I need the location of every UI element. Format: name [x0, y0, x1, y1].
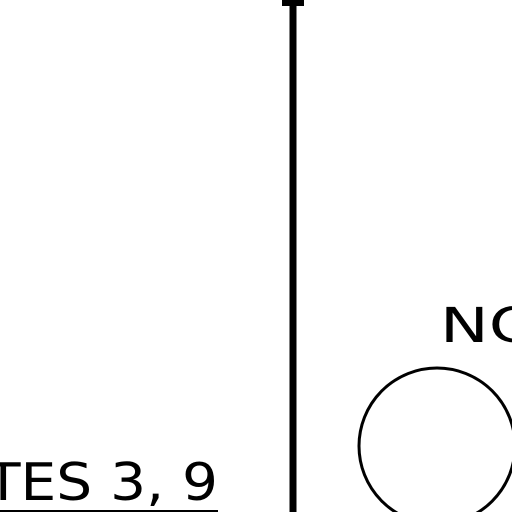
notes-reference-text: TES 3, 9: [0, 453, 218, 512]
note-label-text: NO: [440, 298, 512, 354]
note-bubble-circle: [357, 366, 512, 512]
